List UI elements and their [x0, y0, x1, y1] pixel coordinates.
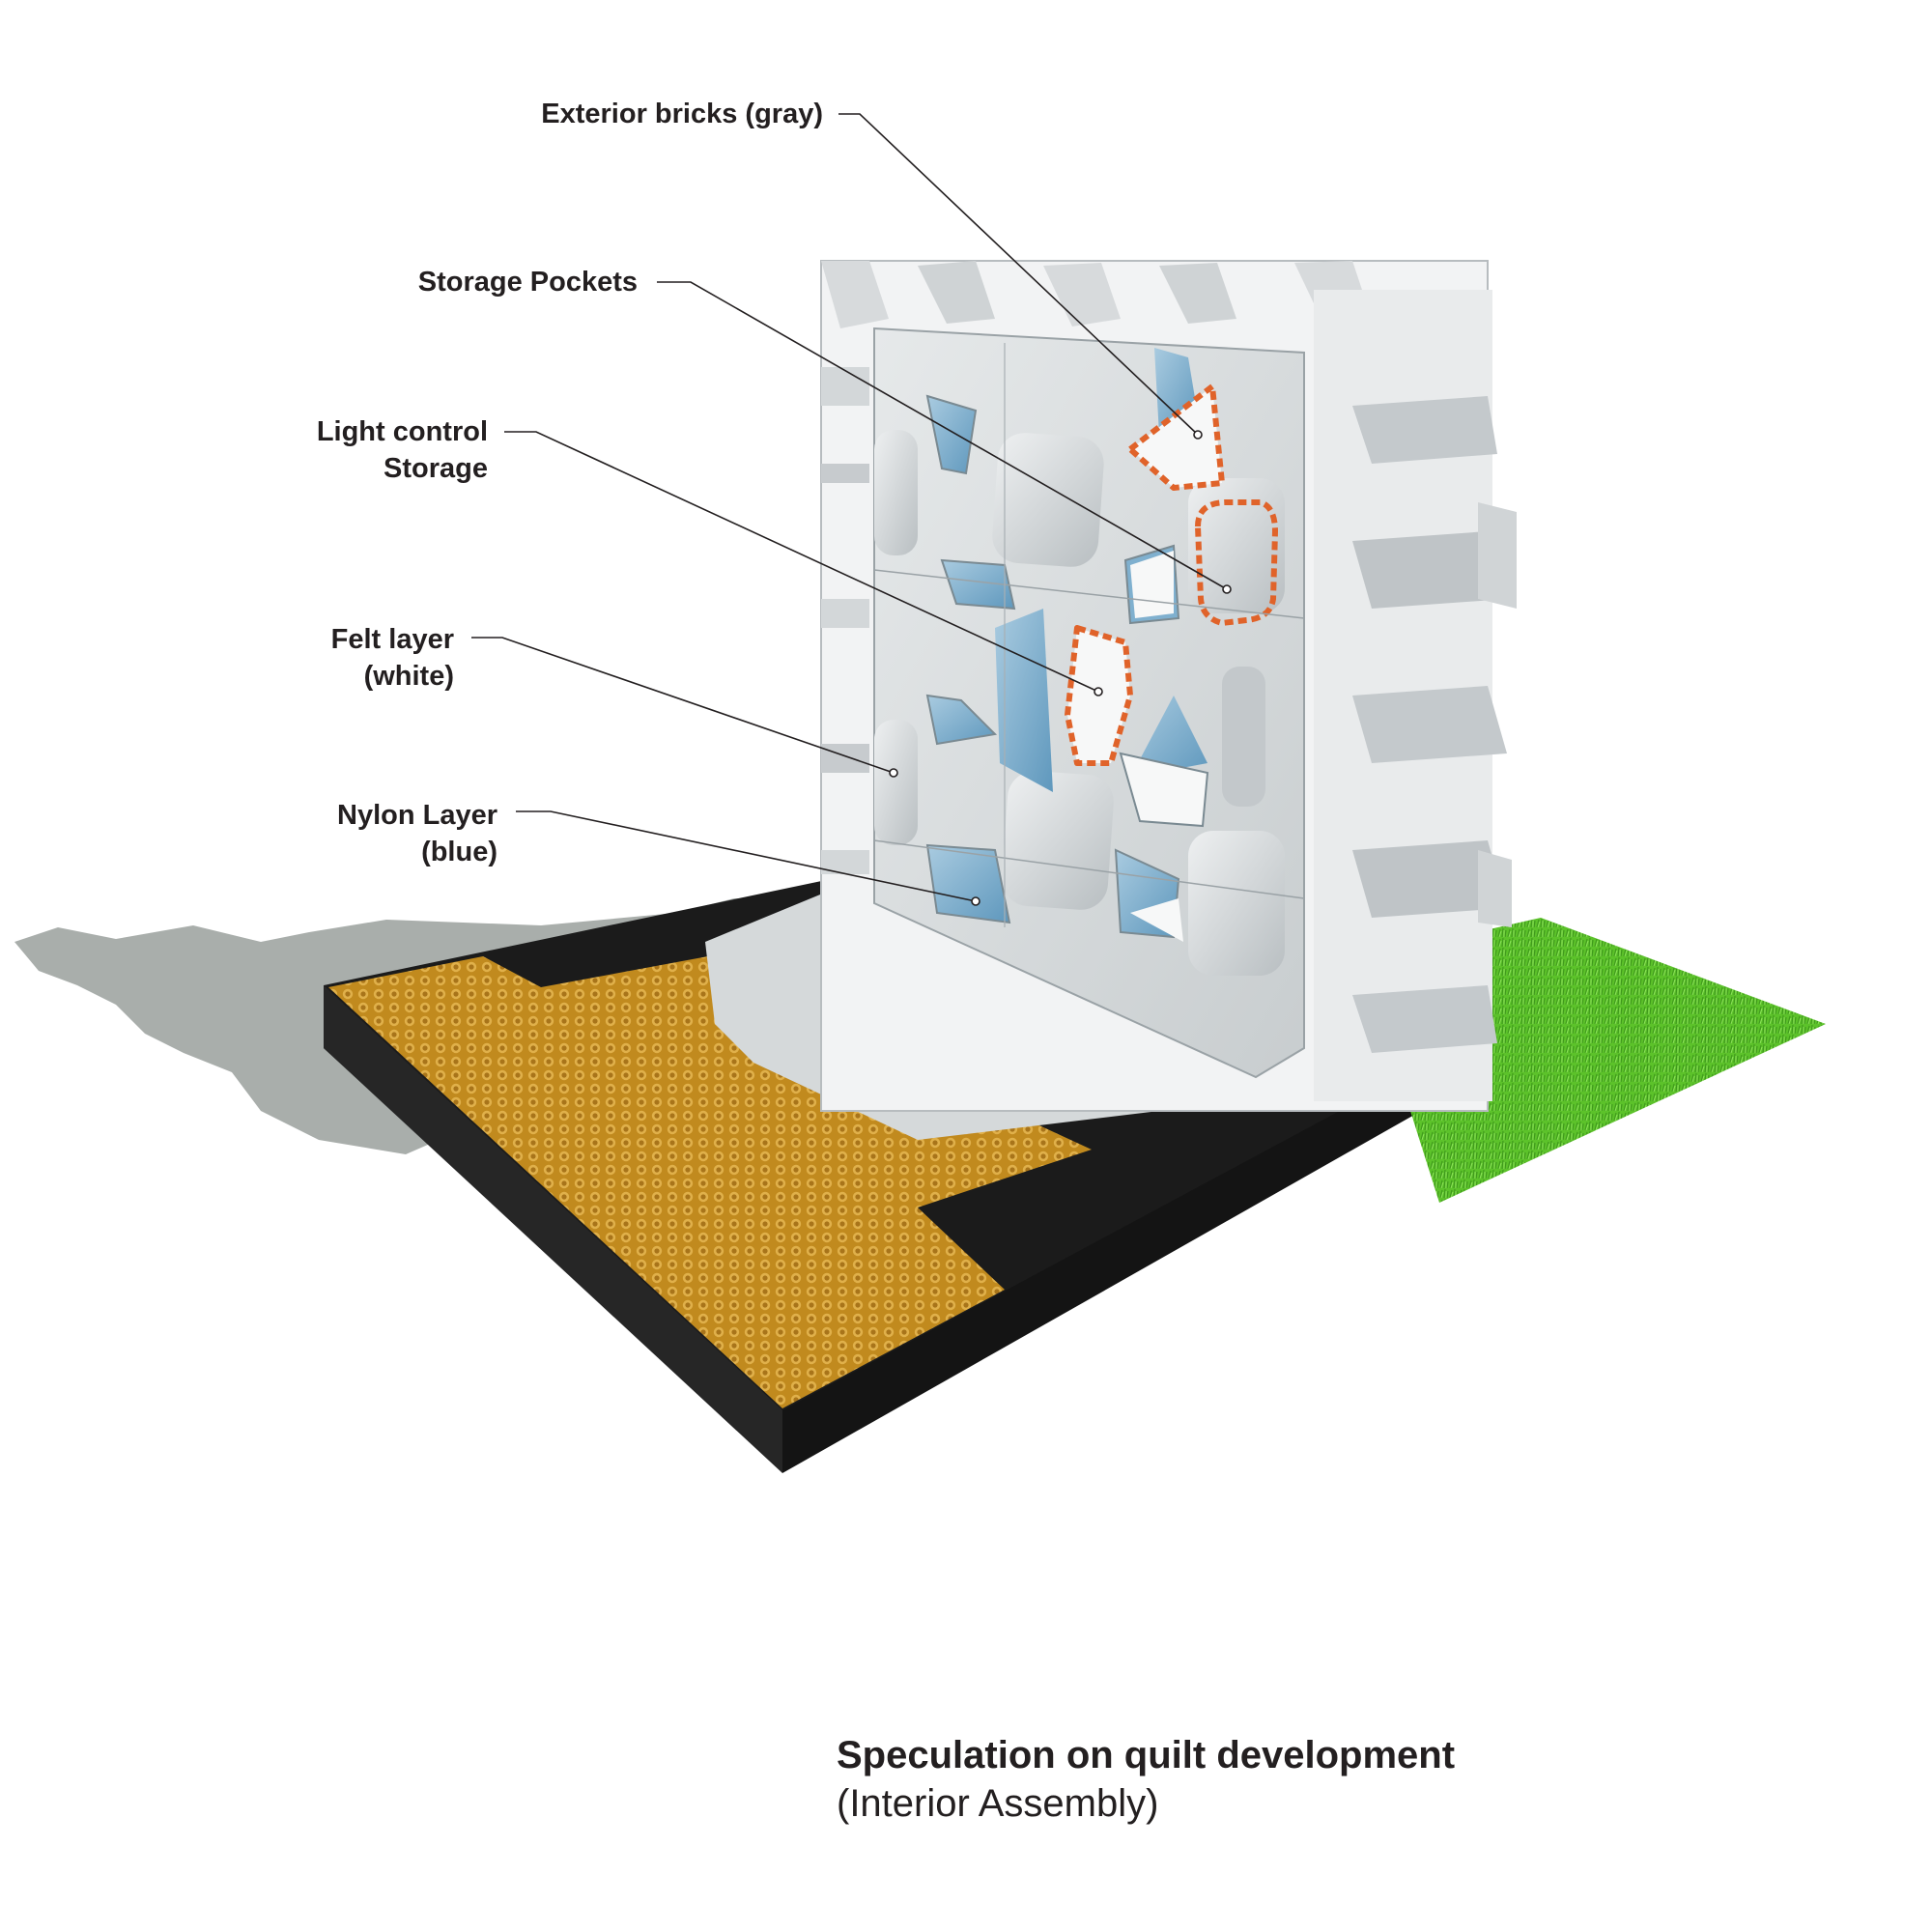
leader-lines: [471, 113, 1228, 902]
honeycomb-floor: [328, 952, 1092, 1408]
leader-felt-layer: [471, 637, 895, 774]
leader-light-control: [504, 431, 1099, 693]
caption-title: Speculation on quilt development: [837, 1734, 1456, 1776]
label-nylon-layer-line2: (blue): [421, 837, 497, 867]
label-exterior-bricks: Exterior bricks (gray): [541, 99, 823, 129]
label-nylon-layer: Nylon Layer (blue): [290, 797, 497, 870]
label-felt-layer: Felt layer (white): [290, 621, 454, 695]
label-light-control-line2: Storage: [384, 453, 488, 484]
label-felt-layer-line2: (white): [363, 661, 454, 692]
label-felt-layer-line1: Felt layer: [330, 624, 454, 655]
grass-patch: [1391, 918, 1826, 1203]
label-storage-pockets: Storage Pockets: [417, 267, 638, 298]
leader-exterior-bricks: [838, 113, 1199, 436]
felt-panel: [873, 327, 1305, 1079]
leader-storage-pockets: [657, 281, 1228, 590]
caption-subtitle: (Interior Assembly): [837, 1782, 1159, 1825]
leader-dots: [889, 430, 1232, 906]
leader-nylon-layer: [516, 810, 977, 902]
label-light-control: Light control Storage: [290, 413, 488, 487]
label-nylon-layer-line1: Nylon Layer: [337, 800, 497, 831]
caption: Speculation on quilt development (Interi…: [837, 1731, 1455, 1828]
label-light-control-line1: Light control: [316, 416, 488, 447]
